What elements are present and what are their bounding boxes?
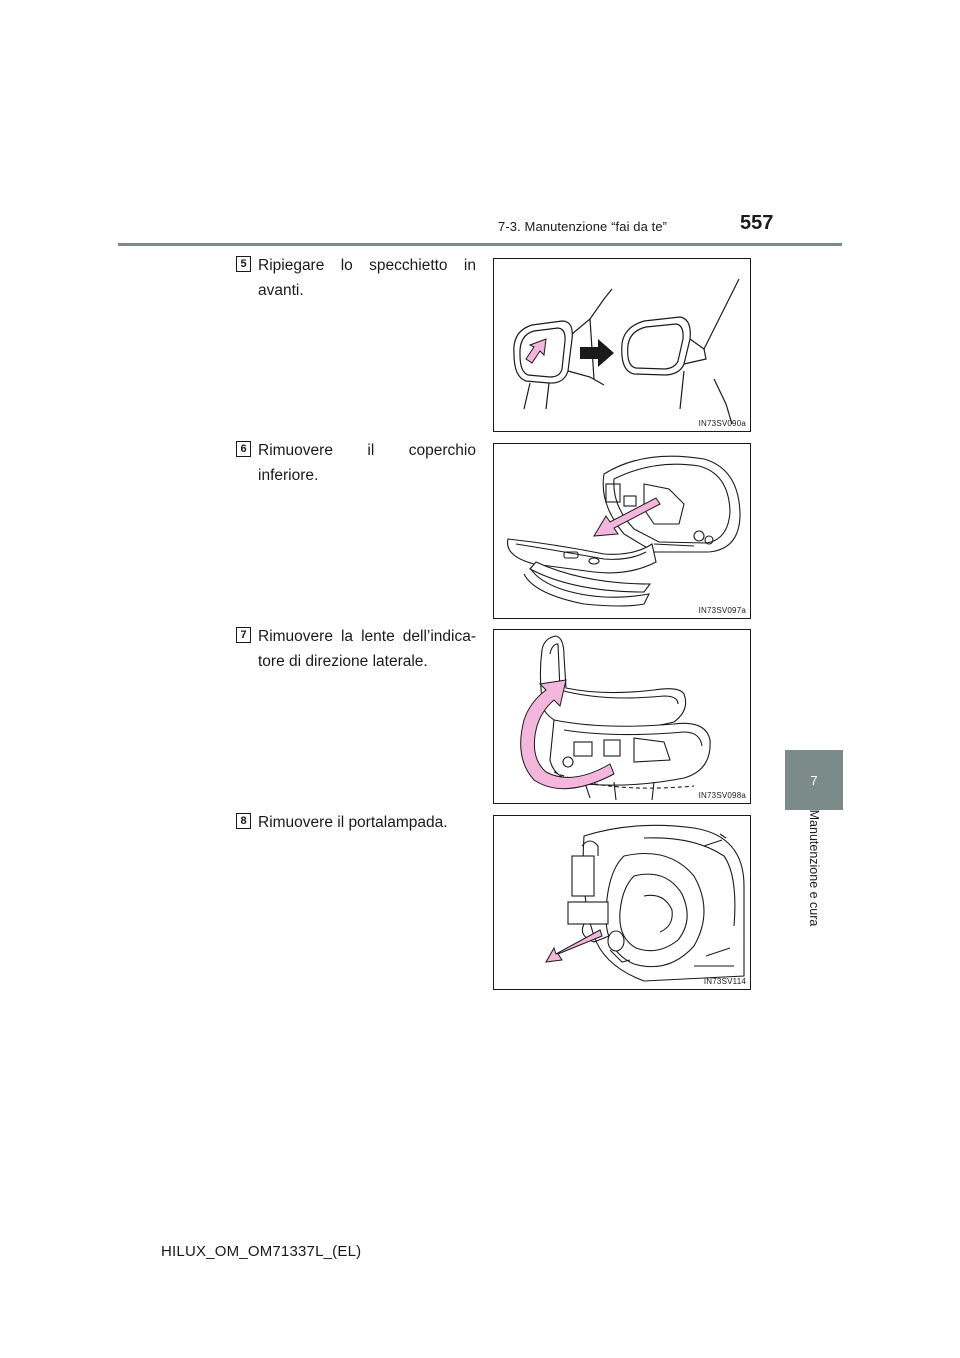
figure-remove-bulb-socket: IN73SV114 (493, 815, 751, 990)
indicator-lens-illustration (520, 635, 711, 801)
chapter-tab: 7 (785, 750, 843, 810)
figure-code: IN73SV097a (698, 606, 746, 615)
bulb-socket-illustration (545, 824, 745, 982)
section-title: 7-3. Manutenzione “fai da te” (498, 219, 668, 234)
step-number-badge: 5 (236, 256, 251, 272)
document-model-code: HILUX_OM_OM71337L_(EL) (161, 1243, 362, 1260)
figure-code: IN73SV114 (703, 977, 746, 986)
step-instruction: Ripiegare lo specchietto in avanti. (258, 257, 476, 299)
figure-fold-mirror: IN73SV090a (493, 258, 751, 432)
figure-code: IN73SV098a (698, 791, 746, 800)
step-number-badge: 7 (236, 627, 251, 643)
step-instruction: Rimuovere il portalampada. (258, 814, 448, 831)
figure-remove-lower-cover: IN73SV097a (493, 443, 751, 619)
header-divider (118, 243, 842, 246)
step-number-badge: 8 (236, 813, 251, 829)
step-instruction: Rimuovere la lente dell’indica-tore di d… (258, 628, 476, 670)
lower-cover-illustration (506, 455, 741, 607)
page-number: 557 (740, 212, 774, 234)
chapter-number: 7 (810, 772, 818, 788)
mirror-fold-illustration (513, 278, 740, 425)
figure-remove-indicator-lens: IN73SV098a (493, 629, 751, 804)
step-instruction: Rimuovere il coperchio inferiore. (258, 442, 476, 484)
figure-code: IN73SV090a (698, 419, 746, 428)
chapter-title: Manutenzione e cura (807, 809, 821, 927)
step-number-badge: 6 (236, 441, 251, 457)
